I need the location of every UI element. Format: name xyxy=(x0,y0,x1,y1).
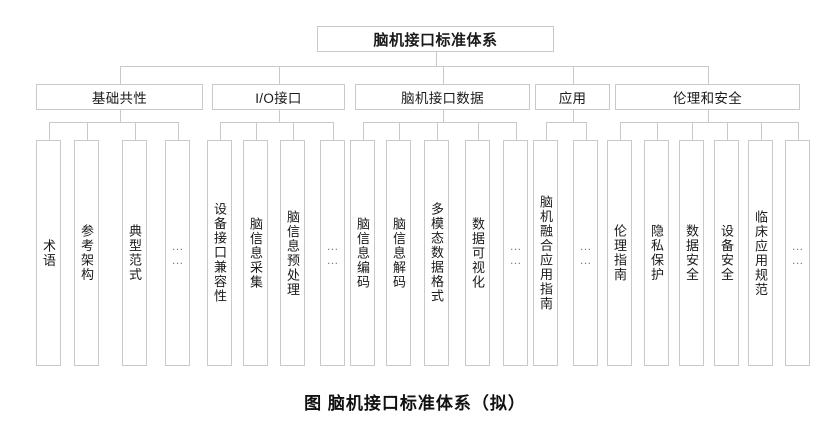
leaf-node[interactable]: 数据安全 xyxy=(679,140,704,366)
leaf-node[interactable]: 脑信息采集 xyxy=(243,140,268,366)
leaf-node-ellipsis[interactable]: …… xyxy=(165,140,190,366)
leaf-bus-connector xyxy=(219,122,333,123)
leaf-node-label: 伦理指南 xyxy=(612,224,627,282)
group-node-label: 伦理和安全 xyxy=(673,91,742,106)
leaf-node-label: 脑信息采集 xyxy=(248,216,263,290)
leaf-node[interactable]: 隐私保护 xyxy=(644,140,669,366)
leaf-drop-connector xyxy=(477,122,479,140)
leaf-node-ellipsis[interactable]: …… xyxy=(320,140,345,366)
leaf-node[interactable]: 脑机融合应用指南 xyxy=(533,140,558,366)
leaf-drop-connector xyxy=(760,122,762,140)
leaf-drop-connector xyxy=(219,122,221,140)
group-stem-connector xyxy=(119,110,121,122)
group-node-label: 应用 xyxy=(558,91,587,106)
leaf-node-ellipsis[interactable]: …… xyxy=(785,140,810,366)
group-stem-connector xyxy=(707,110,709,122)
group-node-2[interactable]: I/O接口 xyxy=(212,84,345,110)
leaf-drop-connector xyxy=(332,122,334,140)
leaf-bus-connector xyxy=(48,122,178,123)
group-node-label: 基础共性 xyxy=(91,91,148,106)
group-stem-connector xyxy=(572,110,574,122)
group-node-5[interactable]: 伦理和安全 xyxy=(615,84,800,110)
leaf-drop-connector xyxy=(292,122,294,140)
leaf-node[interactable]: 多模态数据格式 xyxy=(424,140,449,366)
leaf-node[interactable]: 参考架构 xyxy=(74,140,99,366)
leaf-bus-connector xyxy=(545,122,586,123)
leaf-drop-connector xyxy=(398,122,400,140)
leaf-node-label: 脑信息预处理 xyxy=(285,209,300,297)
leaf-node-label: …… xyxy=(790,239,805,267)
leaf-drop-connector xyxy=(362,122,364,140)
leaf-node-label: 脑信息解码 xyxy=(391,216,406,290)
leaf-node[interactable]: 术语 xyxy=(36,140,61,366)
leaf-drop-connector xyxy=(48,122,50,140)
leaf-node-label: 临床应用规范 xyxy=(753,209,768,297)
root-node-label: 脑机接口标准体系 xyxy=(373,31,498,49)
leaf-node[interactable]: 设备接口兼容性 xyxy=(207,140,232,366)
leaf-node-label: 参考架构 xyxy=(79,224,94,282)
leaf-drop-connector xyxy=(797,122,799,140)
leaf-node-label: 设备接口兼容性 xyxy=(212,202,227,304)
leaf-drop-connector xyxy=(691,122,693,140)
leaf-bus-connector xyxy=(619,122,798,123)
leaf-node[interactable]: 典型范式 xyxy=(122,140,147,366)
figure-caption: 图 脑机接口标准体系（拟） xyxy=(304,394,526,413)
group-node-3[interactable]: 脑机接口数据 xyxy=(355,84,530,110)
leaf-bus-connector xyxy=(362,122,516,123)
group-node-4[interactable]: 应用 xyxy=(535,84,610,110)
leaf-node-label: 术语 xyxy=(41,238,56,268)
leaf-node-label: 脑信息编码 xyxy=(355,216,370,290)
leaf-node-label: …… xyxy=(578,239,593,267)
level2-drop-connector xyxy=(119,66,121,84)
level2-drop-connector xyxy=(278,66,280,84)
leaf-drop-connector xyxy=(515,122,517,140)
leaf-drop-connector xyxy=(255,122,257,140)
leaf-node[interactable]: 脑信息预处理 xyxy=(280,140,305,366)
leaf-drop-connector xyxy=(134,122,136,140)
level2-drop-connector xyxy=(707,66,709,84)
leaf-node-label: 设备安全 xyxy=(719,224,734,282)
group-node-label: I/O接口 xyxy=(255,91,302,106)
leaf-drop-connector xyxy=(86,122,88,140)
level2-drop-connector xyxy=(572,66,574,84)
leaf-node[interactable]: 数据可视化 xyxy=(465,140,490,366)
group-node-label: 脑机接口数据 xyxy=(401,91,484,106)
leaf-node-label: 典型范式 xyxy=(127,224,142,282)
root-stem-connector xyxy=(435,52,437,66)
leaf-node-label: 数据可视化 xyxy=(470,216,485,290)
leaf-node-label: 多模态数据格式 xyxy=(429,202,444,304)
group-stem-connector xyxy=(278,110,280,122)
root-node: 脑机接口标准体系 xyxy=(317,26,554,52)
leaf-node-ellipsis[interactable]: …… xyxy=(503,140,528,366)
level2-drop-connector xyxy=(442,66,444,84)
leaf-drop-connector xyxy=(619,122,621,140)
leaf-drop-connector xyxy=(726,122,728,140)
leaf-node-ellipsis[interactable]: …… xyxy=(573,140,598,366)
group-stem-connector xyxy=(442,110,444,122)
level2-bus-connector xyxy=(119,66,708,67)
leaf-drop-connector xyxy=(436,122,438,140)
leaf-drop-connector xyxy=(545,122,547,140)
leaf-drop-connector xyxy=(656,122,658,140)
leaf-node[interactable]: 伦理指南 xyxy=(607,140,632,366)
leaf-node-label: …… xyxy=(508,239,523,267)
group-node-1[interactable]: 基础共性 xyxy=(36,84,203,110)
leaf-drop-connector xyxy=(177,122,179,140)
leaf-node-label: 脑机融合应用指南 xyxy=(538,195,553,311)
leaf-node[interactable]: 临床应用规范 xyxy=(748,140,773,366)
leaf-node-label: …… xyxy=(170,239,185,267)
leaf-node-label: 隐私保护 xyxy=(649,224,664,282)
leaf-node[interactable]: 脑信息解码 xyxy=(386,140,411,366)
leaf-node[interactable]: 脑信息编码 xyxy=(350,140,375,366)
leaf-node-label: …… xyxy=(325,239,340,267)
leaf-drop-connector xyxy=(585,122,587,140)
leaf-node[interactable]: 设备安全 xyxy=(714,140,739,366)
leaf-node-label: 数据安全 xyxy=(684,224,699,282)
